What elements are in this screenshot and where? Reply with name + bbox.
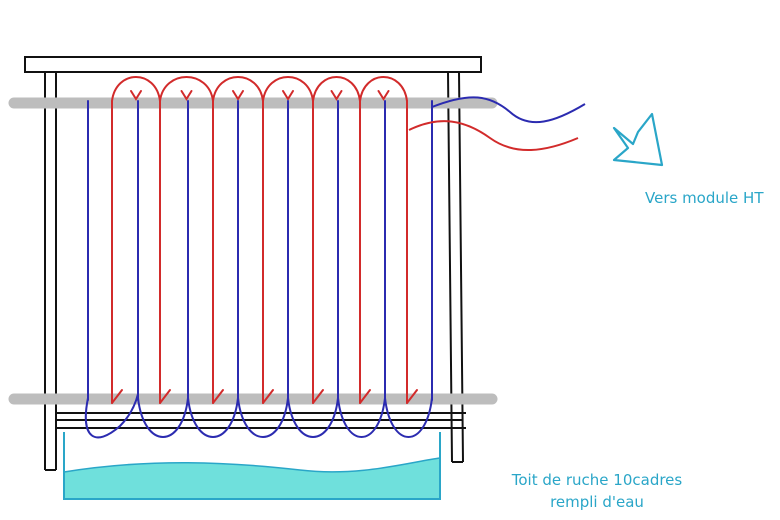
red-lead-wire (408, 120, 579, 151)
frame-left-post (44, 72, 57, 471)
red-loop-tick (330, 90, 343, 101)
blue-wire-group (84, 100, 433, 439)
red-top-loop (212, 76, 264, 102)
water-tray (63, 432, 441, 500)
red-loop-tick (377, 90, 390, 101)
red-top-loop (359, 76, 408, 102)
blue-bottom-loop (187, 397, 239, 438)
blue-bottom-loop (84, 393, 139, 439)
blue-bottom-loop (287, 397, 339, 438)
blue-bottom-loop (237, 397, 289, 438)
red-bottom-join (212, 389, 224, 404)
tray-outline (63, 432, 441, 500)
water-surface (63, 457, 441, 500)
roof-label: Toit de ruche 10cadres rempli d'eau (492, 469, 702, 513)
red-bottom-join (359, 389, 371, 404)
module-label: Vers module HT (645, 189, 764, 207)
frame (24, 56, 482, 471)
roof-label-line2: rempli d'eau (550, 493, 644, 511)
red-loop-tick (130, 90, 142, 101)
red-bottom-join (111, 389, 123, 404)
red-bottom-join (262, 389, 274, 404)
red-bottom-join (406, 389, 418, 404)
red-top-loop (159, 76, 214, 102)
roof-label-line1: Toit de ruche 10cadres (511, 471, 683, 489)
red-loop-tick (180, 90, 193, 101)
red-top-loop (312, 76, 361, 102)
blue-bottom-loop (384, 397, 433, 438)
frame-top-plank (24, 56, 482, 73)
red-loop-tick (232, 90, 244, 101)
frame-lower-rails (56, 412, 466, 429)
blue-lead-wire (431, 96, 586, 124)
red-loop-tick (282, 90, 294, 101)
blue-bottom-loop (337, 397, 386, 438)
arrow-icon (612, 112, 664, 167)
red-bottom-join (159, 389, 171, 404)
blue-bottom-loop (137, 397, 189, 438)
support-bars (8, 97, 498, 405)
red-top-loop (111, 76, 161, 102)
red-bottom-join (312, 389, 324, 404)
red-top-loop (262, 76, 314, 102)
red-wire-group (111, 76, 418, 404)
